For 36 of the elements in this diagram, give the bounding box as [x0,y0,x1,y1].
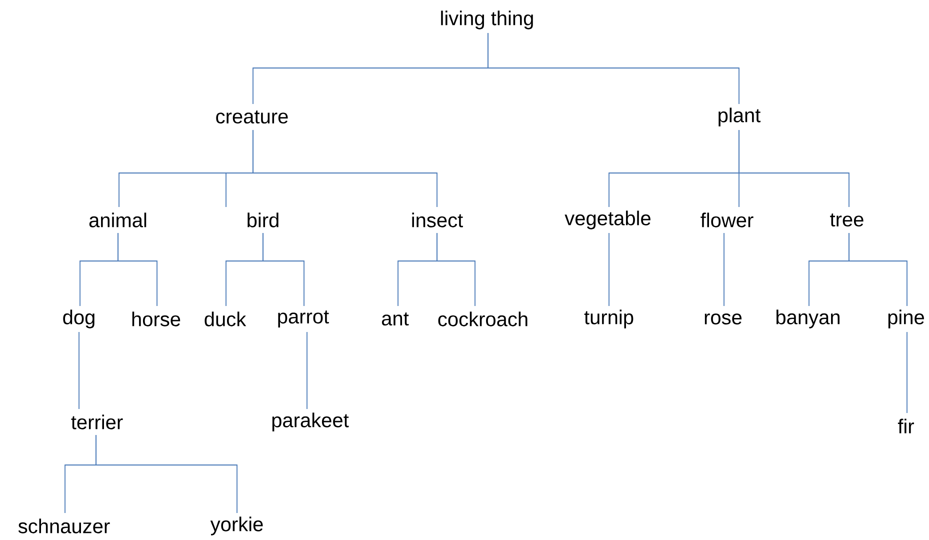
connector-line [306,332,308,410]
node-label: ant [382,312,409,326]
connector-line [906,332,908,414]
node-label: flower [700,212,754,228]
node-label: rose [704,314,742,324]
node-label: yorkie [210,516,263,536]
node-label: parakeet [272,412,349,432]
node-label: tree [830,213,864,227]
node-label: bird [248,212,278,228]
node-label: schnauzer [18,518,110,534]
connector-line [262,232,304,306]
connector-line [118,232,158,306]
node-label: vegetable [564,210,650,230]
node-label: terrier [71,414,123,430]
node-label: duck [204,312,246,326]
node-label: living thing [441,10,533,30]
node-label: parrot [278,310,329,328]
node-label: insect [412,212,463,228]
node-label: cockroach [438,312,528,326]
connector-line [78,332,80,410]
connector-line [608,232,610,306]
node-label: banyan [776,310,840,328]
node-label: plant [718,108,761,126]
connector-line [96,434,238,514]
connector-line [848,232,908,306]
node-label: turnip [584,310,634,328]
node-label: dog [63,310,94,328]
connector-line [436,232,476,306]
node-label: horse [132,312,180,326]
connector-line [738,130,850,208]
node-label: pine [888,310,924,328]
node-label: fir [898,418,914,434]
node-label: creature [216,110,288,124]
connector-line [488,32,740,104]
connector-line [252,130,438,208]
node-label: animal [89,212,146,228]
